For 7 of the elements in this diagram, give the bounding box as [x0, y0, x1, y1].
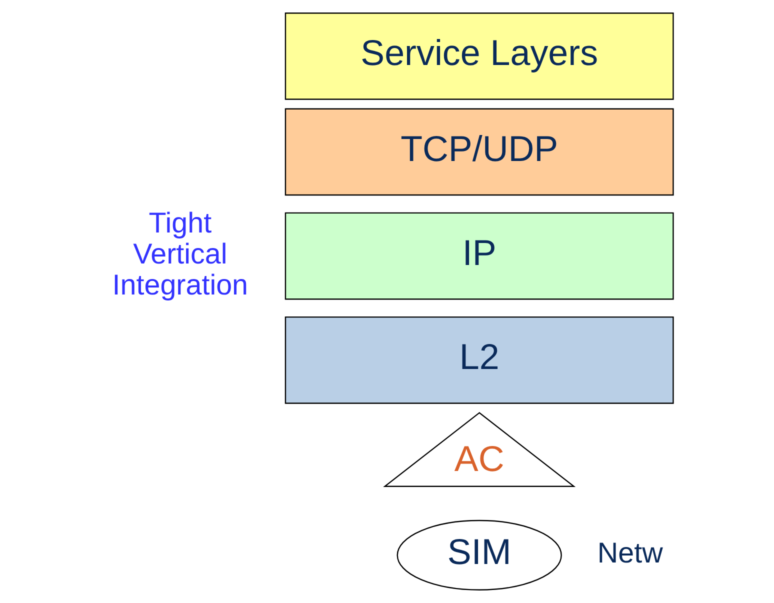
- node-box: TCP/UDP: [284, 108, 674, 196]
- label: Tight Vertical Integration: [112, 207, 248, 302]
- node-box: L2: [284, 316, 674, 404]
- node-box: Service Layers: [284, 12, 674, 100]
- label: Netw: [596, 538, 662, 570]
- node-ellipse: SIM: [396, 520, 562, 590]
- node-box: IP: [284, 212, 674, 300]
